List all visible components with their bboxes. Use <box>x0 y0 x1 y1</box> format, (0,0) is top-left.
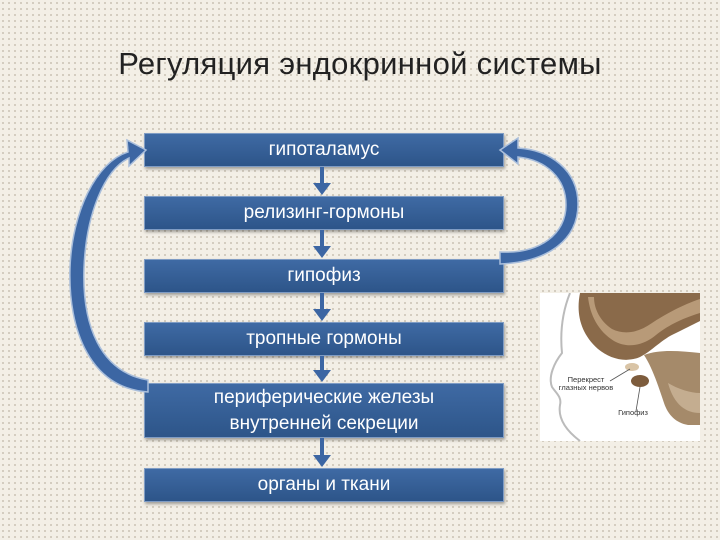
pituitary-figure-label: Гипофиз <box>618 408 648 417</box>
slide-title: Регуляция эндокринной системы <box>118 46 602 81</box>
brain-illustration: Перекрест глазных нервов Гипофиз <box>540 292 700 442</box>
brain-sagittal-image <box>549 292 700 442</box>
peripheral-glands-box: периферические железы внутренней секреци… <box>144 383 504 438</box>
pituitary-box: гипофиз <box>144 259 504 293</box>
down-arrow-4 <box>313 356 331 382</box>
right-feedback-arrow <box>498 136 579 265</box>
left-feedback-arrow <box>69 138 149 393</box>
down-arrow-5 <box>313 438 331 467</box>
down-arrow-3 <box>313 293 331 321</box>
down-arrow-1 <box>313 167 331 195</box>
hypothalamus-box: гипоталамус <box>144 133 504 167</box>
releasing-hormones-box: релизинг-гормоны <box>144 196 504 230</box>
peripheral-glands-line2: внутренней секреции <box>229 412 419 434</box>
tropic-hormones-box: тропные гормоны <box>144 322 504 356</box>
down-arrow-2 <box>313 230 331 258</box>
peripheral-glands-line1: периферические железы <box>213 386 435 408</box>
optic-chiasm-label: Перекрест глазных нервов <box>558 375 614 393</box>
organs-tissues-box: органы и ткани <box>144 468 504 502</box>
